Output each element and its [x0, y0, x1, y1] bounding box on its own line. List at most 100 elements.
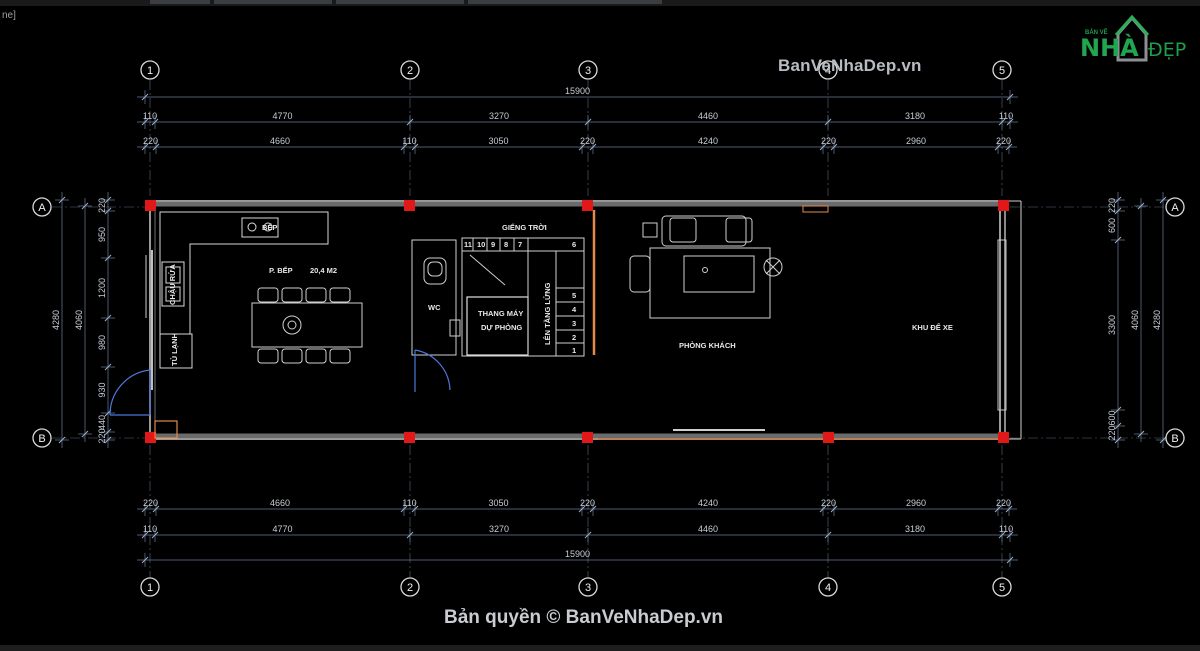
dim-tick: [1006, 118, 1014, 126]
dim-text: 220: [143, 136, 158, 146]
dim-tick: [830, 505, 838, 513]
dim-tick: [994, 143, 1002, 151]
dim-text: 3180: [905, 111, 925, 121]
dim-text: 4060: [74, 310, 84, 330]
dim-text: 930: [97, 382, 107, 397]
svg-text:5: 5: [999, 65, 1005, 77]
svg-text:2: 2: [407, 582, 413, 594]
house-icon: [1114, 14, 1150, 62]
dim-text: 4660: [270, 136, 290, 146]
svg-text:B: B: [1171, 433, 1178, 445]
dim-tick: [104, 363, 112, 371]
dim-tick: [400, 143, 408, 151]
dim-text: 4460: [698, 524, 718, 534]
dim-tick: [1159, 436, 1167, 444]
toolbar-tab[interactable]: [214, 0, 332, 4]
grid-bubble: 1: [140, 60, 160, 80]
svg-text:B: B: [38, 433, 45, 445]
dim-text: 110: [402, 498, 416, 508]
dim-text: 4060: [1130, 310, 1140, 330]
dim-text: 3050: [488, 136, 508, 146]
brand-logo[interactable]: [1076, 12, 1194, 66]
svg-text:2: 2: [407, 65, 413, 77]
dim-text: 220: [821, 136, 836, 146]
wc-room: [411, 239, 461, 356]
walls: [149, 200, 1022, 440]
viewport-label[interactable]: ne]: [2, 10, 16, 21]
dim-tick: [58, 196, 66, 204]
dim-tick: [994, 505, 1002, 513]
stairs: [461, 237, 585, 357]
stair-step: 10: [477, 240, 485, 249]
logo-suffix-text: ĐẸP: [1148, 39, 1187, 61]
dim-text: 220: [821, 498, 836, 508]
dim-text: 110: [143, 111, 157, 121]
label-sink: CHẬU RỬA: [168, 264, 177, 305]
corner-detail: [154, 420, 178, 439]
dim-tick: [819, 143, 827, 151]
dim-tick: [578, 143, 586, 151]
label-kitchen-area: 20,4 M2: [310, 266, 337, 275]
dim-text: 110: [999, 111, 1013, 121]
dim-text: 2960: [906, 498, 926, 508]
dim-tick: [104, 207, 112, 215]
dim-tick: [104, 254, 112, 262]
dim-tick: [1005, 143, 1013, 151]
dim-tick: [151, 118, 159, 126]
dim-tick: [1114, 422, 1122, 430]
svg-text:1: 1: [147, 65, 153, 77]
stair-step: 11: [464, 240, 472, 249]
dim-tick: [584, 531, 592, 539]
label-living: PHÒNG KHÁCH: [679, 341, 736, 350]
dim-tick: [998, 118, 1006, 126]
label-elevator-2: DỰ PHÒNG: [481, 323, 522, 332]
label-elevator-1: THANG MÁY: [478, 309, 523, 318]
toolbar-tab[interactable]: [336, 0, 464, 4]
window-top-bar: [0, 0, 1200, 6]
window-bottom-bar: [0, 645, 1200, 651]
grid-bubble: 5: [992, 577, 1012, 597]
dim-tick: [1114, 196, 1122, 204]
toolbar-tab[interactable]: [150, 0, 210, 4]
grid-bubble: B: [32, 428, 52, 448]
dim-tick: [81, 202, 89, 210]
dim-tick: [824, 531, 832, 539]
stair-step: 7: [518, 240, 522, 249]
dim-tick: [400, 505, 408, 513]
door-wc: [414, 349, 451, 392]
dim-tick: [1159, 196, 1167, 204]
grid-bubble: 2: [400, 577, 420, 597]
label-skylight: GIẾNG TRỜI: [502, 222, 547, 232]
dim-text: 220: [143, 498, 158, 508]
stair-step: 2: [572, 333, 576, 342]
dim-tick: [152, 143, 160, 151]
dim-text: 110: [402, 136, 416, 146]
dim-text: 3300: [1107, 315, 1117, 335]
grid-bubble: A: [32, 197, 52, 217]
grid-bubble: 1: [140, 577, 160, 597]
dim-text: 440: [97, 415, 107, 430]
dim-tick: [998, 531, 1006, 539]
label-kitchen: P. BẾP: [269, 265, 293, 275]
watermark-top: BanVeNhaDep.vn: [778, 56, 922, 75]
logo-main-text: NHÀ: [1080, 34, 1139, 62]
stair-step: 3: [572, 319, 576, 328]
svg-text:3: 3: [585, 65, 591, 77]
columns: [145, 200, 1009, 443]
dim-tick: [1137, 430, 1145, 438]
dim-text: 15900: [565, 86, 590, 96]
dim-text: 3050: [488, 498, 508, 508]
door-kitchen: [109, 369, 151, 416]
toolbar-tab[interactable]: [468, 0, 662, 4]
dim-text: 220: [580, 136, 595, 146]
svg-text:3: 3: [585, 582, 591, 594]
dim-text: 4240: [698, 136, 718, 146]
dining-set: [251, 287, 363, 364]
grid-bubble: 3: [578, 577, 598, 597]
dim-tick: [589, 143, 597, 151]
dim-text: 600: [1107, 410, 1117, 425]
dim-text: 4460: [698, 111, 718, 121]
dim-tick: [104, 436, 112, 444]
svg-text:4: 4: [825, 65, 831, 77]
